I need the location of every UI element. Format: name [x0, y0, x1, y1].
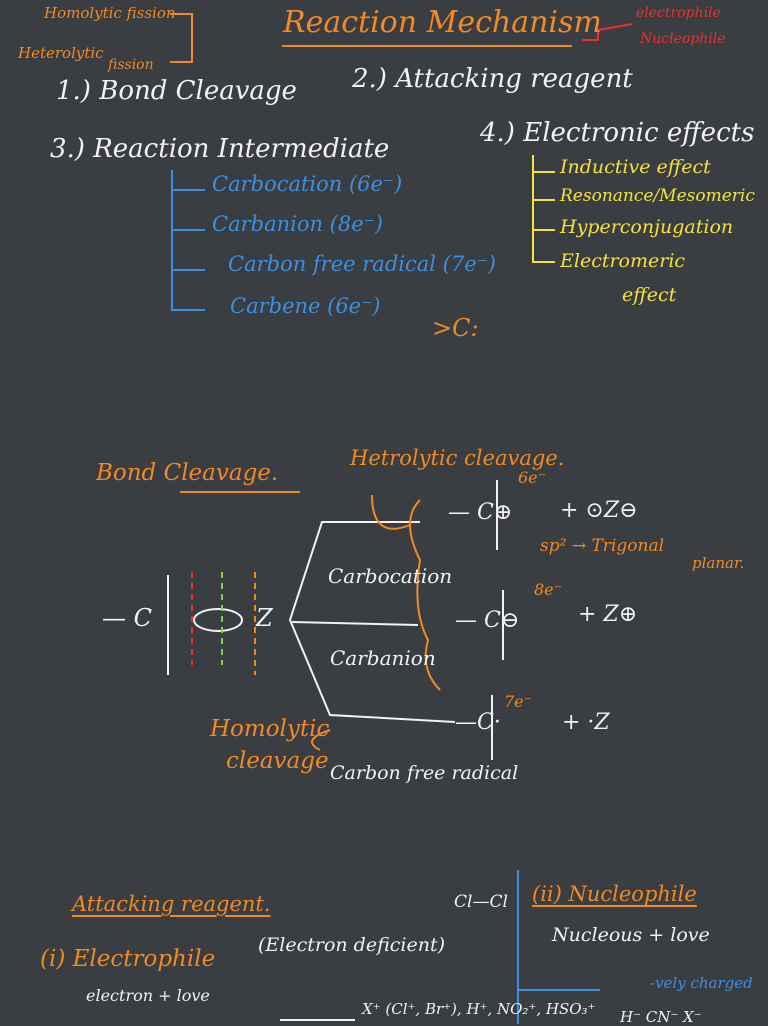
- cl-cl-molecule: Cl—Cl: [454, 892, 508, 912]
- nucleophile-note: Nucleophile: [640, 31, 726, 47]
- item-electronic-effects: 4.) Electronic effects: [480, 118, 755, 148]
- effect-hyperconjugation: Hyperconjugation: [560, 216, 734, 238]
- heterolytic-label: Heterolytic: [18, 44, 104, 62]
- homolytic-fission-label: Homolytic fission: [44, 4, 176, 22]
- electron-love-label: electron + love: [86, 986, 210, 1005]
- item-attacking-reagent: 2.) Attacking reagent: [352, 64, 633, 94]
- intermediate-free-radical: Carbon free radical (7e⁻): [228, 252, 496, 276]
- z-radical-species: + ·Z: [562, 710, 610, 735]
- z-cation-species: + Z⊕: [578, 602, 638, 627]
- electrophile-species: X⁺ (Cl⁺, Br⁺), H⁺, NO₂⁺, HSO₃⁺: [362, 1000, 596, 1018]
- z-anion-species: + ⊙Z⊖: [560, 498, 638, 523]
- sp2-trigonal-label: sp² → Trigonal: [540, 536, 665, 556]
- intermediate-carbocation: Carbocation (6e⁻): [212, 172, 403, 196]
- electrophile-note: electrophile: [636, 5, 721, 21]
- attacking-reagent-heading: Attacking reagent.: [72, 892, 271, 916]
- seven-electron-label: 7e⁻: [504, 692, 533, 711]
- fission-label: fission: [108, 57, 154, 73]
- electrophile-heading: (i) Electrophile: [40, 946, 216, 972]
- intermediates-tree: [171, 170, 205, 311]
- carbocation-species: — C⊕: [448, 500, 513, 525]
- page-title: Reaction Mechanism: [283, 5, 602, 40]
- effects-tree: [532, 155, 555, 263]
- effect-resonance: Resonance/Mesomeric: [560, 186, 755, 206]
- item-bond-cleavage: 1.) Bond Cleavage: [56, 76, 297, 106]
- title-arrow-bracket: [582, 23, 633, 41]
- radical-species: —C·: [455, 710, 501, 735]
- nucleophile-heading: (ii) Nucleophile: [532, 882, 697, 906]
- intermediate-carbanion: Carbanion (8e⁻): [212, 212, 383, 236]
- homolytic-label: Homolytic: [210, 716, 330, 742]
- arrow-branches: [288, 521, 456, 723]
- effect-inductive: Inductive effect: [560, 156, 711, 178]
- carbene-symbol: >C:: [432, 314, 479, 342]
- hetero-brace: [409, 499, 441, 691]
- carbanion-species: — C⊖: [455, 608, 520, 633]
- nucleophile-species: H⁻ CN⁻ X⁻: [620, 1008, 702, 1026]
- z-atom: Z: [256, 604, 273, 632]
- effect-electromeric-2: effect: [622, 284, 677, 306]
- free-radical-label: Carbon free radical: [330, 762, 519, 784]
- bond-electron-pair: [193, 608, 243, 632]
- carbocation-label: Carbocation: [328, 564, 453, 588]
- six-electron-label: 6e⁻: [518, 468, 547, 487]
- homolytic-cleavage-label: cleavage: [226, 748, 329, 774]
- item-reaction-intermediate: 3.) Reaction Intermediate: [50, 134, 390, 164]
- nucleus-love-label: Nucleous + love: [552, 924, 710, 946]
- eight-electron-label: 8e⁻: [534, 580, 563, 599]
- electron-deficient-label: (Electron deficient): [258, 934, 446, 956]
- negatively-charged-label: -vely charged: [650, 974, 753, 992]
- effect-electromeric: Electromeric: [560, 250, 686, 272]
- planar-label: planar.: [692, 554, 745, 572]
- intermediate-carbene: Carbene (6e⁻): [230, 294, 381, 318]
- bond-cleavage-heading: Bond Cleavage.: [96, 460, 279, 486]
- cz-molecule: — C: [102, 604, 152, 632]
- hetrolytic-label: Hetrolytic cleavage.: [350, 446, 565, 470]
- carbanion-label: Carbanion: [330, 646, 436, 670]
- homo-arrow: [311, 729, 331, 751]
- fission-bracket: [170, 13, 193, 63]
- hetero-arrow: [371, 494, 411, 530]
- arrow-middle: [291, 621, 419, 626]
